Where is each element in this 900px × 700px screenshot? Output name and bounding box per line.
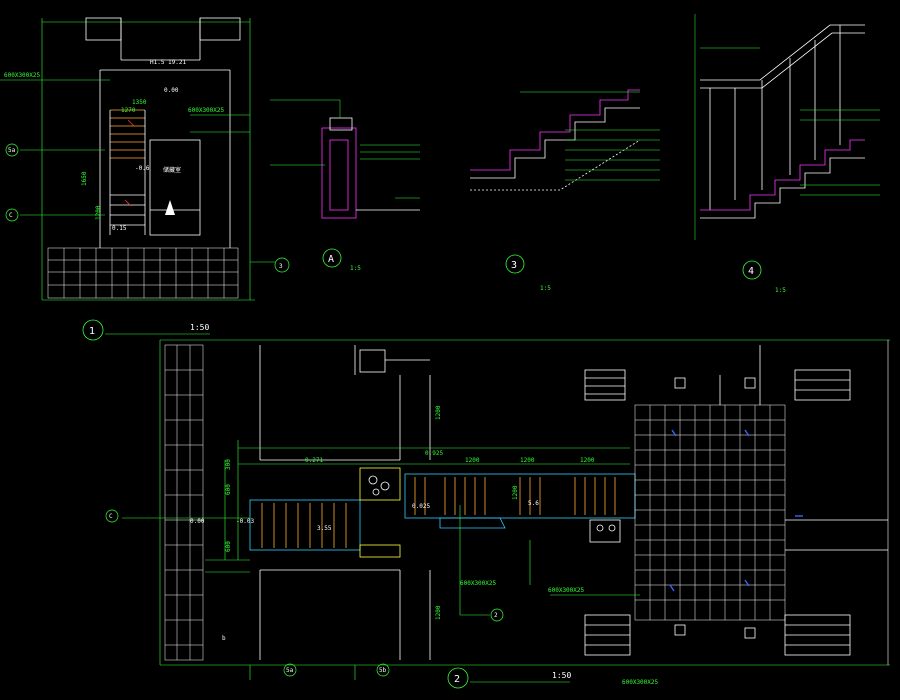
plan1-dim-d: 1200 (95, 205, 102, 220)
plan1-grid-b: C (9, 212, 13, 219)
plan2-dim-v3: 1200 (512, 485, 519, 500)
detail-a-section (270, 99, 420, 219)
plan1-dim-f: -0.6 (135, 165, 150, 172)
title-2-scale: 1:50 (552, 671, 571, 680)
plan1-spec-mid: 600X300X25 (188, 107, 225, 114)
title-2-bubble (447, 667, 469, 689)
tile-grid-plaza (634, 404, 786, 621)
grid-bubble-c (5, 208, 19, 222)
stair-treads-plan1 (109, 109, 146, 235)
plan2-level5: 5.6 (528, 500, 539, 507)
plan2-dim-top3: 1200 (465, 457, 480, 464)
detail-4-railing-section (694, 14, 880, 240)
plan2-grid-left: C (109, 513, 113, 520)
detail-4-number: 4 (748, 266, 754, 277)
plan2-level2: -0.03 (236, 518, 254, 525)
plan1-dim-e: 0.00 (164, 87, 179, 94)
plan1-grid-a: 5a (8, 147, 16, 154)
detail-3-bubble (505, 254, 525, 274)
grid-bubble-5a (5, 143, 19, 157)
plan2-level4: 3.55 (317, 525, 332, 532)
tile-strip-left (164, 344, 204, 661)
plan2-grid-b1: 5a (286, 667, 294, 674)
plan2-dim-left2: 600 (225, 484, 232, 495)
plan1-grid-c: 3 (279, 263, 283, 270)
plan1-level-label: H1.5 19.21 (150, 59, 187, 66)
detail-4-spec: 1:5 (775, 287, 786, 294)
plan2-tag-b: b (222, 635, 226, 642)
title-1-bubble (82, 319, 104, 341)
tile-grid-plan1 (47, 247, 239, 299)
plan2-grid-b2: 5b (379, 667, 387, 674)
stair-treads-lower (249, 467, 401, 558)
plan2-callout-bubble (490, 608, 504, 622)
plan2-spec1: 600X300X25 (460, 580, 497, 587)
plan1-room-label: 储藏室 (163, 166, 181, 174)
plan2-spec-bottom: 600X300X25 (622, 679, 659, 686)
plan2-dim-top4: 1200 (520, 457, 535, 464)
detail-a-spec: 1:5 (350, 265, 361, 272)
plan1-dim-g: 0.15 (112, 225, 127, 232)
plan2-dim-top1: 0.271 (305, 457, 323, 464)
plan2-dim-left1: 300 (225, 459, 232, 470)
plan2-level3: 0.025 (412, 503, 430, 510)
plan2-dim-top2: 0.925 (425, 450, 443, 457)
title-1-number: 1 (89, 326, 95, 337)
plan2-grid-bubble-5b (376, 663, 390, 677)
stair-plan-1 (0, 17, 275, 301)
plan2-level1: 0.00 (190, 518, 205, 525)
detail-4-bubble (742, 260, 762, 280)
plan2-dim-top5: 1200 (580, 457, 595, 464)
plan2-dim-v2: 1200 (435, 405, 442, 420)
plan2-callout: 2 (494, 612, 498, 619)
plan1-dim-b: 1270 (121, 107, 136, 114)
plan2-grid-bubble-c (105, 509, 119, 523)
title-1-scale: 1:50 (190, 323, 209, 332)
detail-a-number: A (328, 254, 334, 265)
stair-plan-2 (122, 339, 890, 680)
plan1-dim-a: 1350 (132, 99, 147, 106)
title-2-number: 2 (454, 674, 460, 685)
detail-3-stair-section (470, 89, 660, 191)
plan2-dim-left3: 600 (225, 541, 232, 552)
grid-bubble-3 (274, 257, 290, 273)
plan2-dim-v1: 1200 (435, 605, 442, 620)
detail-3-spec: 1:5 (540, 285, 551, 292)
plan2-grid-bubble-5a (283, 663, 297, 677)
detail-a-bubble (322, 248, 342, 268)
plan1-spec-top: 600X300X25 (4, 72, 41, 79)
plan2-spec2: 600X300X25 (548, 587, 585, 594)
stair-treads-upper (404, 473, 636, 543)
plan1-dim-c: 1650 (81, 171, 88, 186)
detail-3-number: 3 (511, 260, 517, 271)
